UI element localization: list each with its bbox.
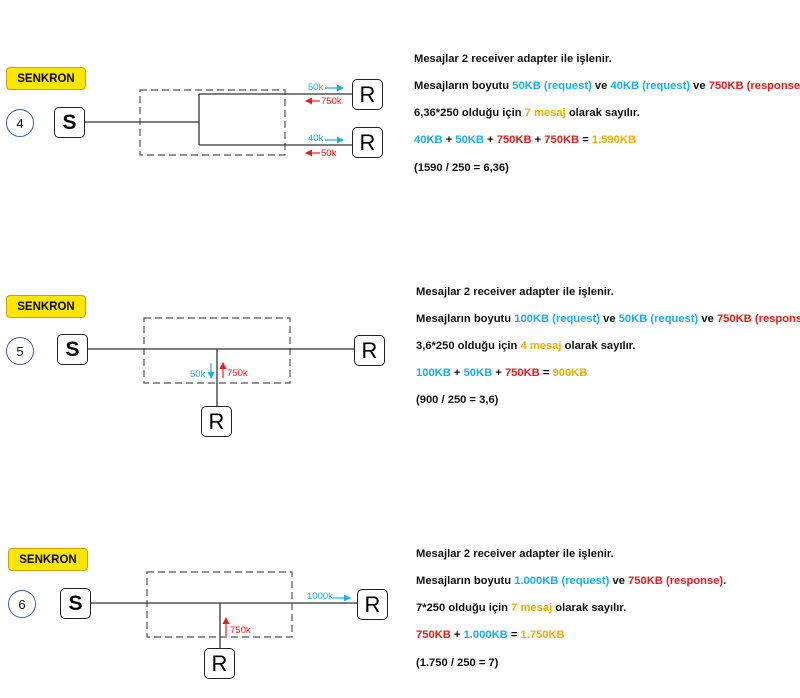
description-line2-4: Mesajların boyutu 50KB (request) ve 40KB… — [414, 80, 800, 92]
senkron-badge-6: SENKRON — [8, 548, 88, 571]
flow-label-r2-in-4: 50k — [321, 148, 337, 159]
description-line3-6: 7*250 olduğu için 7 mesaj olarak sayılır… — [416, 602, 627, 614]
description-line2-6: Mesajların boyutu 1.000KB (request) ve 7… — [416, 575, 727, 587]
diagram-5-lines — [88, 317, 354, 406]
sender-box-5: S — [57, 334, 88, 365]
senkron-badge-5: SENKRON — [6, 295, 86, 318]
flow-label-down-5: 50k — [190, 369, 206, 380]
diagram-4-lines — [85, 84, 352, 157]
sender-box-6: S — [60, 588, 91, 619]
senkron-badge-4: SENKRON — [6, 67, 86, 90]
receiver-box-5a: R — [354, 335, 385, 366]
description-line4-6: 750KB + 1.000KB = 1.750KB — [416, 629, 565, 641]
description-line5-5: (900 / 250 = 3,6) — [416, 394, 499, 406]
description-line3-4: 6,36*250 olduğu için 7 mesaj olarak sayı… — [414, 107, 640, 119]
description-line1-4: Mesajlar 2 receiver adapter ile işlenir. — [414, 53, 612, 65]
description-line2-5: Mesajların boyutu 100KB (request) ve 50K… — [416, 313, 800, 325]
receiver-box-6a: R — [357, 589, 388, 620]
sender-box-4: S — [54, 107, 85, 138]
flow-label-right-6: 1000k — [307, 591, 333, 602]
step-number-4: 4 — [6, 109, 34, 137]
adapter-box-6 — [146, 571, 293, 638]
description-line1-5: Mesajlar 2 receiver adapter ile işlenir. — [416, 286, 614, 298]
flow-label-up-6: 750k — [230, 625, 251, 636]
step-number-6: 6 — [8, 590, 36, 618]
description-line1-6: Mesajlar 2 receiver adapter ile işlenir. — [416, 548, 614, 560]
description-line4-4: 40KB + 50KB + 750KB + 750KB = 1.590KB — [414, 134, 637, 146]
receiver-box-6b: R — [204, 648, 235, 679]
description-line4-5: 100KB + 50KB + 750KB = 900KB — [416, 367, 588, 379]
description-line3-5: 3,6*250 olduğu için 4 mesaj olarak sayıl… — [416, 340, 636, 352]
diagram-6-lines — [91, 571, 357, 648]
receiver-box-5b: R — [201, 406, 232, 437]
receiver-box-4b: R — [352, 127, 383, 158]
adapter-box-5 — [143, 317, 291, 384]
flow-label-r1-in-4: 750k — [321, 96, 342, 107]
step-number-5: 5 — [6, 337, 34, 365]
receiver-box-4a: R — [352, 79, 383, 110]
description-line5-4: (1590 / 250 = 6,36) — [414, 162, 509, 174]
flow-label-r2-out-4: 40k — [308, 133, 324, 144]
flow-label-r1-out-4: 50k — [308, 82, 324, 93]
description-line5-6: (1.750 / 250 = 7) — [416, 657, 499, 669]
flow-label-up-5: 750k — [227, 368, 248, 379]
